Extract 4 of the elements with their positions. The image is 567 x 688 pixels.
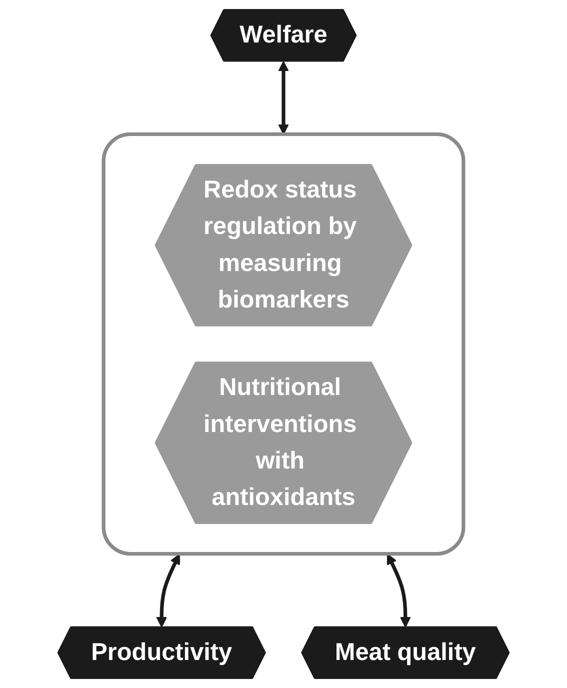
arrow	[278, 61, 289, 135]
arrow	[386, 554, 411, 628]
cluster	[102, 132, 466, 556]
arrow	[156, 554, 180, 628]
